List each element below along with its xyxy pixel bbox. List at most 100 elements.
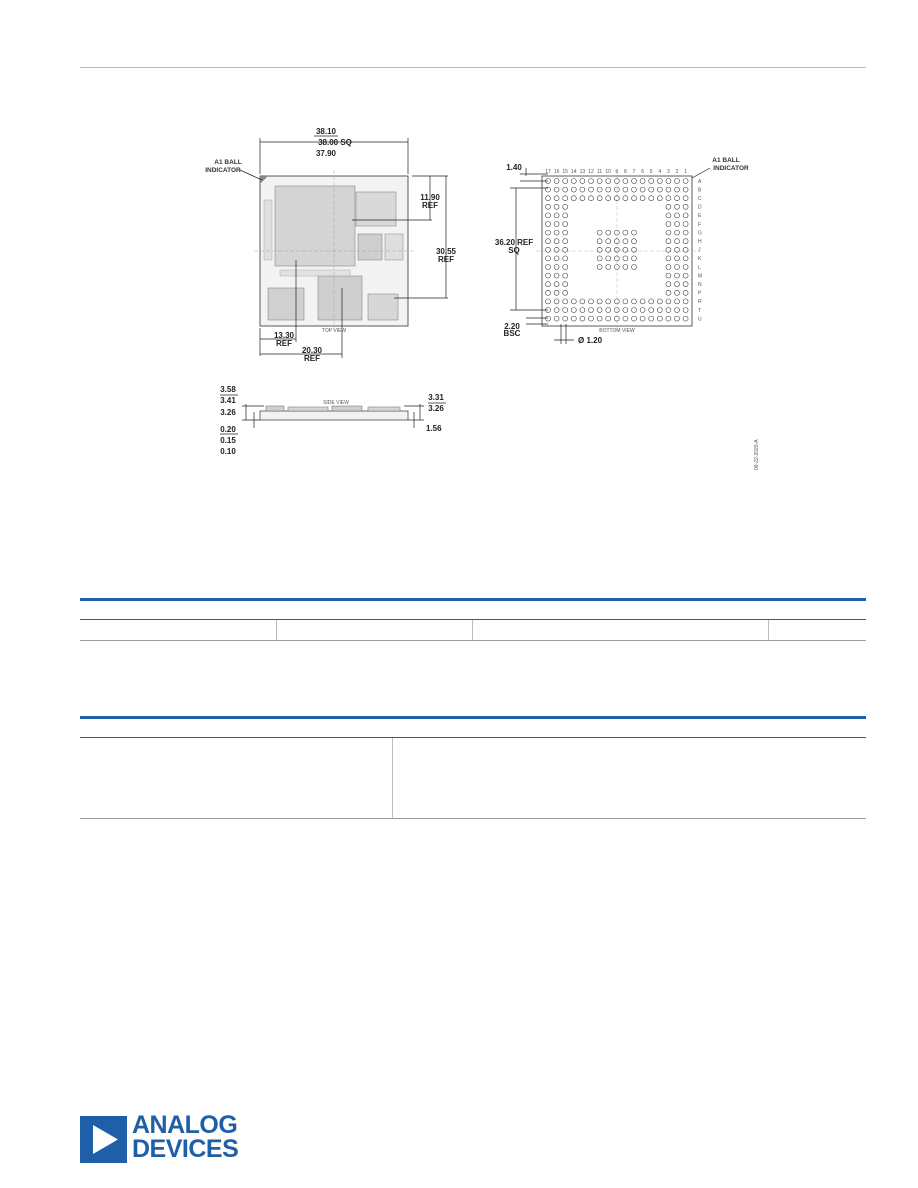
ball-pad: [553, 221, 560, 227]
top-view-chip-large: [274, 185, 356, 267]
column-number: 9: [615, 169, 618, 175]
row-letter: U: [698, 316, 702, 322]
ball-pad: [674, 307, 680, 313]
drawing-code: 09-22-2020-A: [754, 439, 760, 470]
ball-pad: [545, 195, 551, 201]
top-view-chip-bm: [317, 275, 363, 321]
bottom-view-label: BOTTOM VIEW: [599, 328, 635, 334]
ball-pad: [596, 247, 603, 253]
ball-pad: [631, 307, 637, 313]
ball-pad: [553, 204, 560, 210]
ball-pad: [631, 247, 637, 253]
ball-pad: [631, 195, 637, 201]
ball-pad: [562, 238, 568, 244]
bottom-dim-bsc-label: BSC: [504, 329, 521, 338]
column-number: 1: [684, 169, 687, 175]
ball-pad: [682, 204, 689, 210]
ball-pad: [605, 255, 611, 262]
ball-pad: [682, 212, 689, 219]
side-dim-bottom-nom: 0.15: [220, 436, 236, 445]
ball-pad: [579, 195, 586, 201]
ball-pad: [682, 255, 689, 262]
row-letter: G: [698, 230, 702, 236]
ball-pad: [553, 290, 560, 296]
top-dim-width-nom: 38.00 SQ: [318, 138, 352, 147]
column-number: 17: [545, 169, 551, 175]
top-view-label: TOP VIEW: [322, 328, 347, 334]
ball-pad: [596, 195, 603, 201]
ball-pad: [631, 186, 637, 193]
top-dim-bottom-1: 13.30: [274, 331, 295, 340]
ball-pad: [553, 315, 560, 322]
ball-pad: [665, 229, 672, 236]
ball-pad: [674, 315, 680, 322]
ball-pad: [562, 264, 568, 270]
ball-pad: [588, 186, 594, 193]
ball-pad: [588, 298, 594, 305]
ball-pad: [596, 229, 603, 236]
ball-pad: [631, 315, 637, 322]
ball-pad: [674, 255, 680, 262]
row-letter: H: [698, 239, 702, 245]
column-number: 12: [588, 169, 594, 175]
side-view-body: [259, 410, 409, 421]
column-number: 5: [650, 169, 653, 175]
analog-devices-logo: ANALOG DEVICES: [80, 1113, 250, 1166]
ball-pad: [639, 315, 646, 322]
ball-pad: [588, 195, 594, 201]
bottom-dim-pitch: 1.40: [506, 163, 522, 172]
top-dim-right-lower: 30.55: [436, 247, 457, 256]
ball-pad: [553, 186, 560, 193]
ball-pad: [665, 195, 672, 201]
ball-pad: [665, 186, 672, 193]
logo-line-2: DEVICES: [132, 1135, 239, 1163]
ball-pad: [605, 186, 611, 193]
ball-pad: [682, 238, 689, 244]
ball-pad: [682, 298, 689, 305]
top-dim-width-max: 38.10: [316, 127, 337, 136]
ball-pad: [596, 255, 603, 262]
side-dim-right-bottom: 1.56: [426, 424, 442, 433]
ball-pad: [562, 281, 568, 287]
row-letter: M: [698, 273, 702, 279]
ball-pad: [665, 204, 672, 210]
package-outline-drawing: 38.10 38.00 SQ 37.90 A1 BALL INDICATOR 1…: [180, 110, 780, 480]
ball-pad: [562, 315, 568, 322]
ball-pad: [639, 195, 646, 201]
top-dim-bottom-1-ref: REF: [276, 339, 292, 348]
ball-pad: [631, 229, 637, 236]
top-dim-right-upper-ref: REF: [422, 201, 438, 210]
column-number: 6: [641, 169, 644, 175]
ball-pad: [674, 238, 680, 244]
ball-pad: [631, 298, 637, 305]
ball-pad: [614, 315, 620, 322]
bottom-a1-label-1: A1 BALL: [712, 157, 739, 164]
ball-pad: [545, 255, 551, 262]
ball-pad: [639, 298, 646, 305]
ball-pad: [596, 315, 603, 322]
ball-pad: [605, 238, 611, 244]
ball-pad: [588, 178, 594, 184]
ball-pad: [579, 307, 586, 313]
ball-pad: [562, 247, 568, 253]
ball-pad: [622, 178, 629, 184]
top-dim-bottom-2: 20.30: [302, 346, 323, 355]
bottom-dim-span: 36.20 REF: [495, 238, 533, 247]
row-letter: E: [698, 213, 702, 219]
ball-pad: [596, 264, 603, 270]
ball-pad: [553, 229, 560, 236]
side-dim-right-min: 3.26: [428, 404, 444, 413]
top-dim-bottom-2-ref: REF: [304, 354, 320, 363]
ball-pad: [614, 247, 620, 253]
logo-triangle-icon: [80, 1116, 127, 1163]
ball-pad: [665, 212, 672, 219]
ball-pad: [631, 238, 637, 244]
row-letter: R: [698, 299, 702, 305]
ball-pad: [665, 221, 672, 227]
column-number: 3: [667, 169, 670, 175]
ball-pad: [639, 186, 646, 193]
table-2: [80, 716, 866, 819]
ball-pad: [622, 195, 629, 201]
ball-pad: [682, 307, 689, 313]
ball-pad: [588, 307, 594, 313]
